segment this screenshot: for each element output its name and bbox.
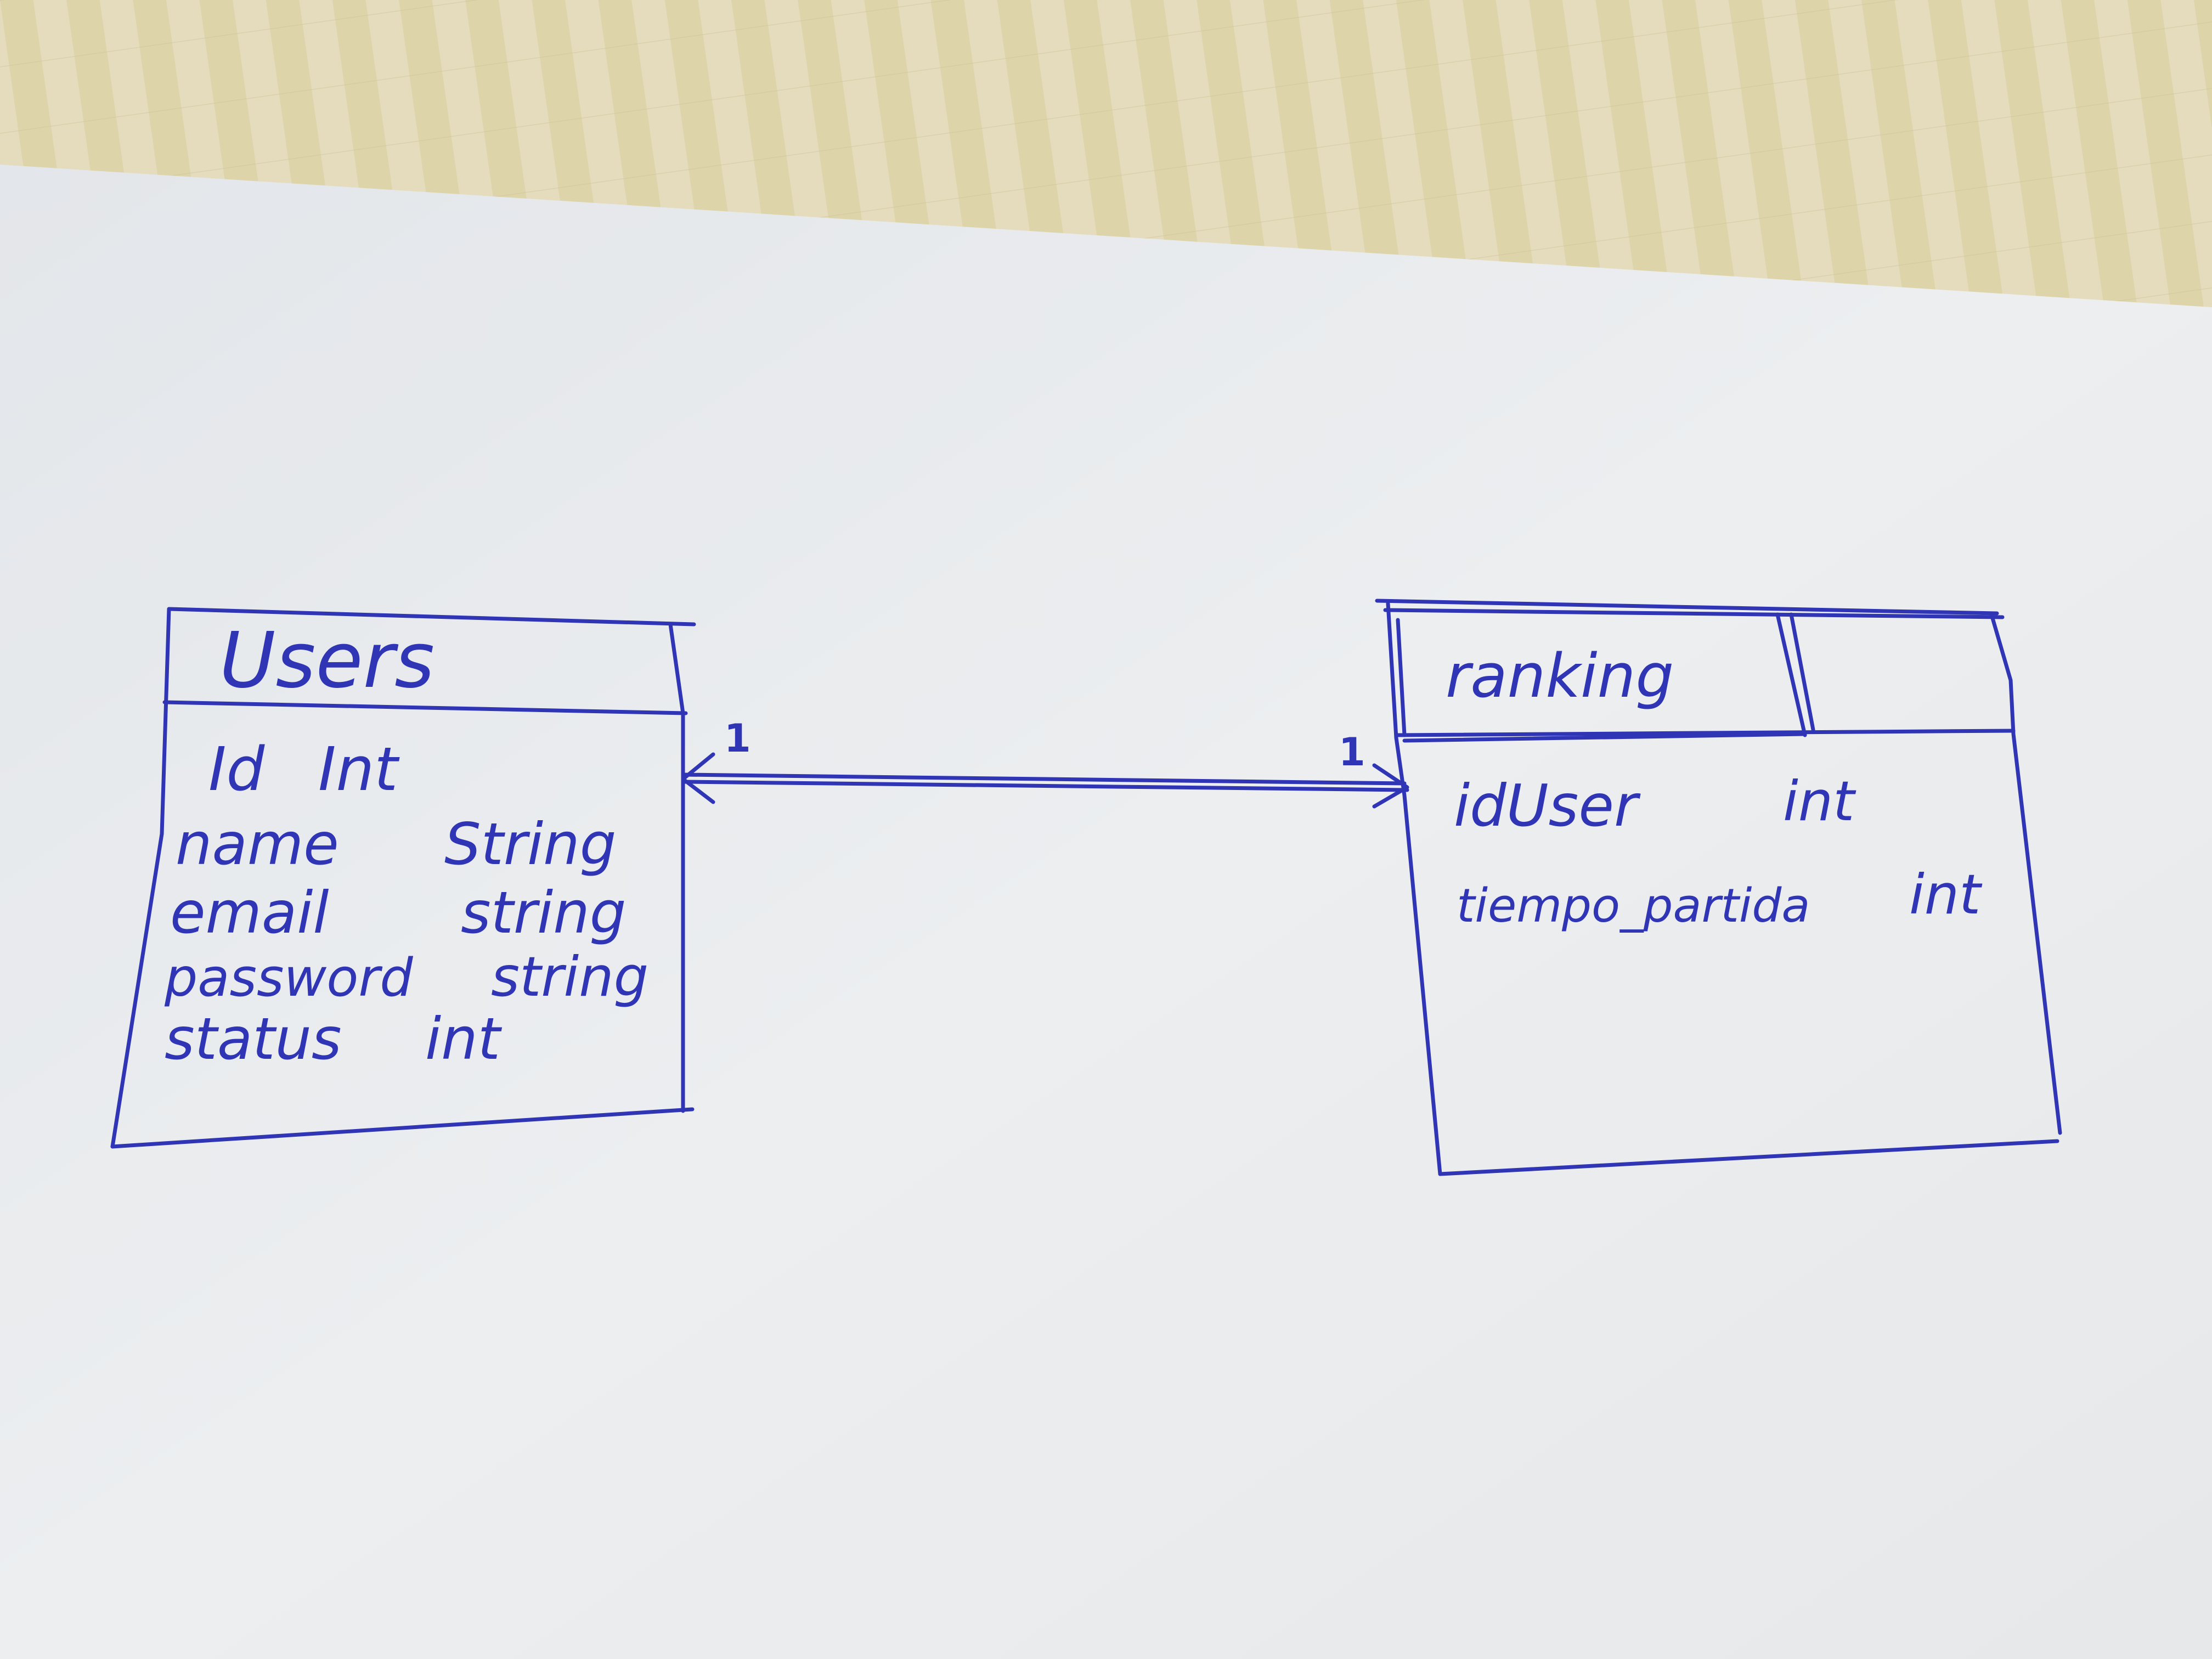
users-entity [110, 607, 696, 1149]
users-box-bottom-border [110, 1107, 695, 1149]
users-box-left-border [110, 607, 171, 1149]
users-field-1-name: Id [208, 734, 265, 804]
ranking-box-right-border [1989, 612, 2062, 1135]
ranking-field-2-type: int [1909, 862, 1983, 927]
ranking-header-divider [1394, 729, 2016, 737]
ranking-entity [1375, 599, 2062, 1176]
connector-line-lower [681, 780, 1409, 792]
ranking-header-split [1775, 612, 1807, 737]
users-field-5-type: int [425, 1006, 503, 1073]
users-box-top-border [167, 607, 696, 627]
ranking-box-bottom-border [1438, 1139, 2059, 1176]
ranking-header-divider-2 [1402, 732, 1807, 743]
ranking-header-split-2 [1789, 612, 1815, 732]
users-field-1-type: Int [318, 734, 400, 804]
paper-sheet [0, 165, 2212, 1659]
ranking-field-1-name: idUser [1454, 772, 1641, 839]
connector-line-upper [681, 772, 1407, 786]
ranking-box-left-border [1386, 601, 1442, 1176]
right-arrowhead [1372, 763, 1409, 809]
left-arrowhead [681, 752, 715, 804]
users-field-5-name: status [165, 1006, 342, 1073]
ranking-box-top-border [1375, 599, 1999, 616]
users-field-2-name: name [176, 811, 339, 878]
relationship-connector [681, 752, 1409, 809]
ranking-box-top-border-inner [1383, 608, 2005, 619]
users-field-3-name: email [170, 879, 329, 946]
left-cardinality-label: 1 [724, 716, 751, 761]
ranking-header-left-inner [1396, 618, 1407, 737]
users-field-2-type: String [444, 811, 616, 878]
users-field-4-type: string [491, 945, 648, 1009]
users-field-4-name: password [164, 948, 413, 1008]
users-field-3-type: string [461, 879, 626, 946]
ranking-title: ranking [1446, 641, 1674, 711]
ranking-field-1-type: int [1783, 769, 1857, 833]
right-cardinality-label: 1 [1339, 730, 1365, 775]
ranking-field-2-name: tiempo_partida [1457, 879, 1810, 933]
users-header-divider [162, 700, 688, 715]
users-title: Users [219, 616, 435, 706]
